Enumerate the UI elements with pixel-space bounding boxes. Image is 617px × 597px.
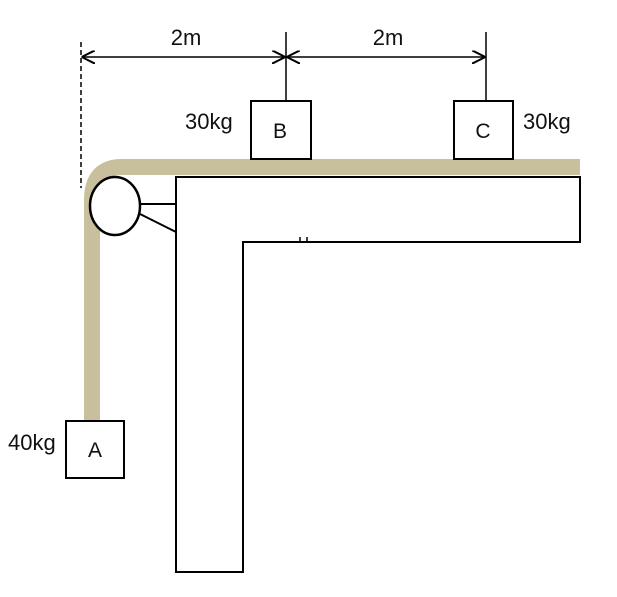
- block-b-mass: 30kg: [185, 109, 233, 134]
- block-c-label: C: [475, 120, 490, 143]
- block-a-box: [65, 420, 125, 479]
- block-b: B 30kg: [185, 100, 312, 160]
- block-c: C 30kg: [453, 100, 571, 160]
- block-a-label: A: [88, 439, 102, 462]
- dimension-label-right: 2m: [373, 25, 404, 50]
- pulley-wheel: [88, 175, 142, 237]
- block-a-mass: 40kg: [8, 430, 56, 455]
- dimension-label-left: 2m: [171, 25, 202, 50]
- block-a: A 40kg: [8, 420, 125, 479]
- block-b-label: B: [273, 120, 287, 143]
- block-c-mass: 30kg: [523, 109, 571, 134]
- pulley-bracket-lower: [139, 213, 177, 233]
- dimension-lines: 2m 2m: [80, 25, 487, 188]
- block-c-box: [453, 100, 514, 160]
- l-shaped-table: [175, 176, 581, 573]
- block-b-box: [250, 100, 312, 160]
